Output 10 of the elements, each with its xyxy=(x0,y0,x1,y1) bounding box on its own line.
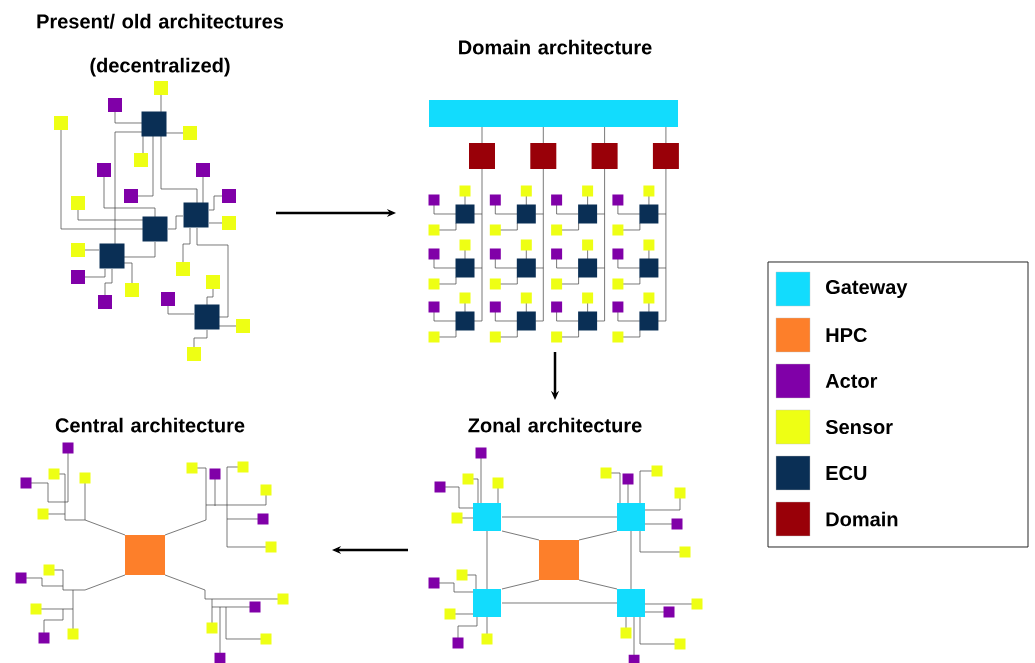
panel-title: Zonal architecture xyxy=(468,417,642,433)
legend-label: ECU xyxy=(826,465,867,481)
legend-label: Domain xyxy=(826,511,898,527)
panel-title: Central architecture xyxy=(55,417,245,433)
legend-label: Actor xyxy=(825,374,878,388)
panel-title: Domain architecture xyxy=(459,39,652,55)
legend-label: Sensor xyxy=(825,419,893,435)
legend-label: HPC xyxy=(826,327,867,343)
panel-title: Present/ old architectures (decentralized) xyxy=(37,13,284,77)
legend-label: Gateway xyxy=(826,279,908,299)
